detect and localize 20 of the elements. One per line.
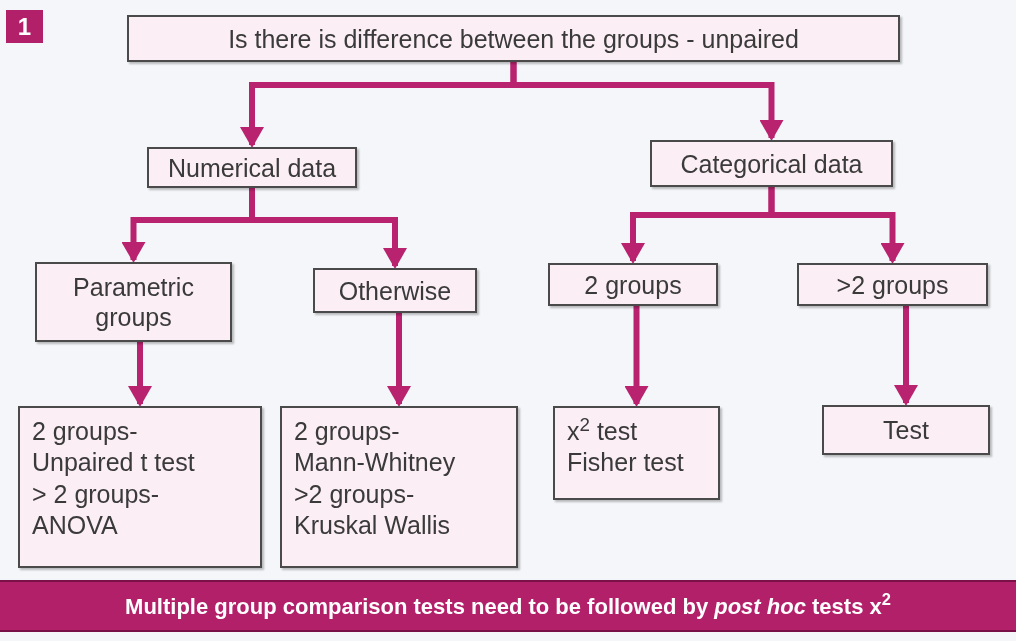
category-box: >2 groups xyxy=(797,263,988,306)
arrow xyxy=(128,342,152,407)
category-box: Numerical data xyxy=(147,147,357,188)
question-box: Is there is difference between the groups - unpaired xyxy=(127,15,900,62)
number-badge: 1 xyxy=(6,10,43,43)
test-box: x$^{2}$ test Fisher test xyxy=(553,406,720,500)
arrow xyxy=(249,188,407,269)
arrow xyxy=(624,306,649,407)
category-box: 2 groups xyxy=(548,263,718,306)
arrow xyxy=(510,62,784,141)
category-box: Categorical data xyxy=(650,140,893,187)
arrow xyxy=(387,313,411,407)
arrow xyxy=(894,306,918,406)
test-box: 2 groups- Mann-Whitney >2 groups- Kruskal Wallis xyxy=(280,406,518,568)
category-box: Otherwise xyxy=(313,268,477,313)
arrow xyxy=(768,187,905,264)
category-box: Parametric groups xyxy=(35,262,232,342)
test-box: Test xyxy=(822,405,990,455)
test-box: 2 groups- Unpaired t test > 2 groups- ANOVA xyxy=(18,406,262,568)
note-banner: Multiple group comparison tests need to be followed by post hoc tests x$^{2}$ xyxy=(0,580,1016,632)
